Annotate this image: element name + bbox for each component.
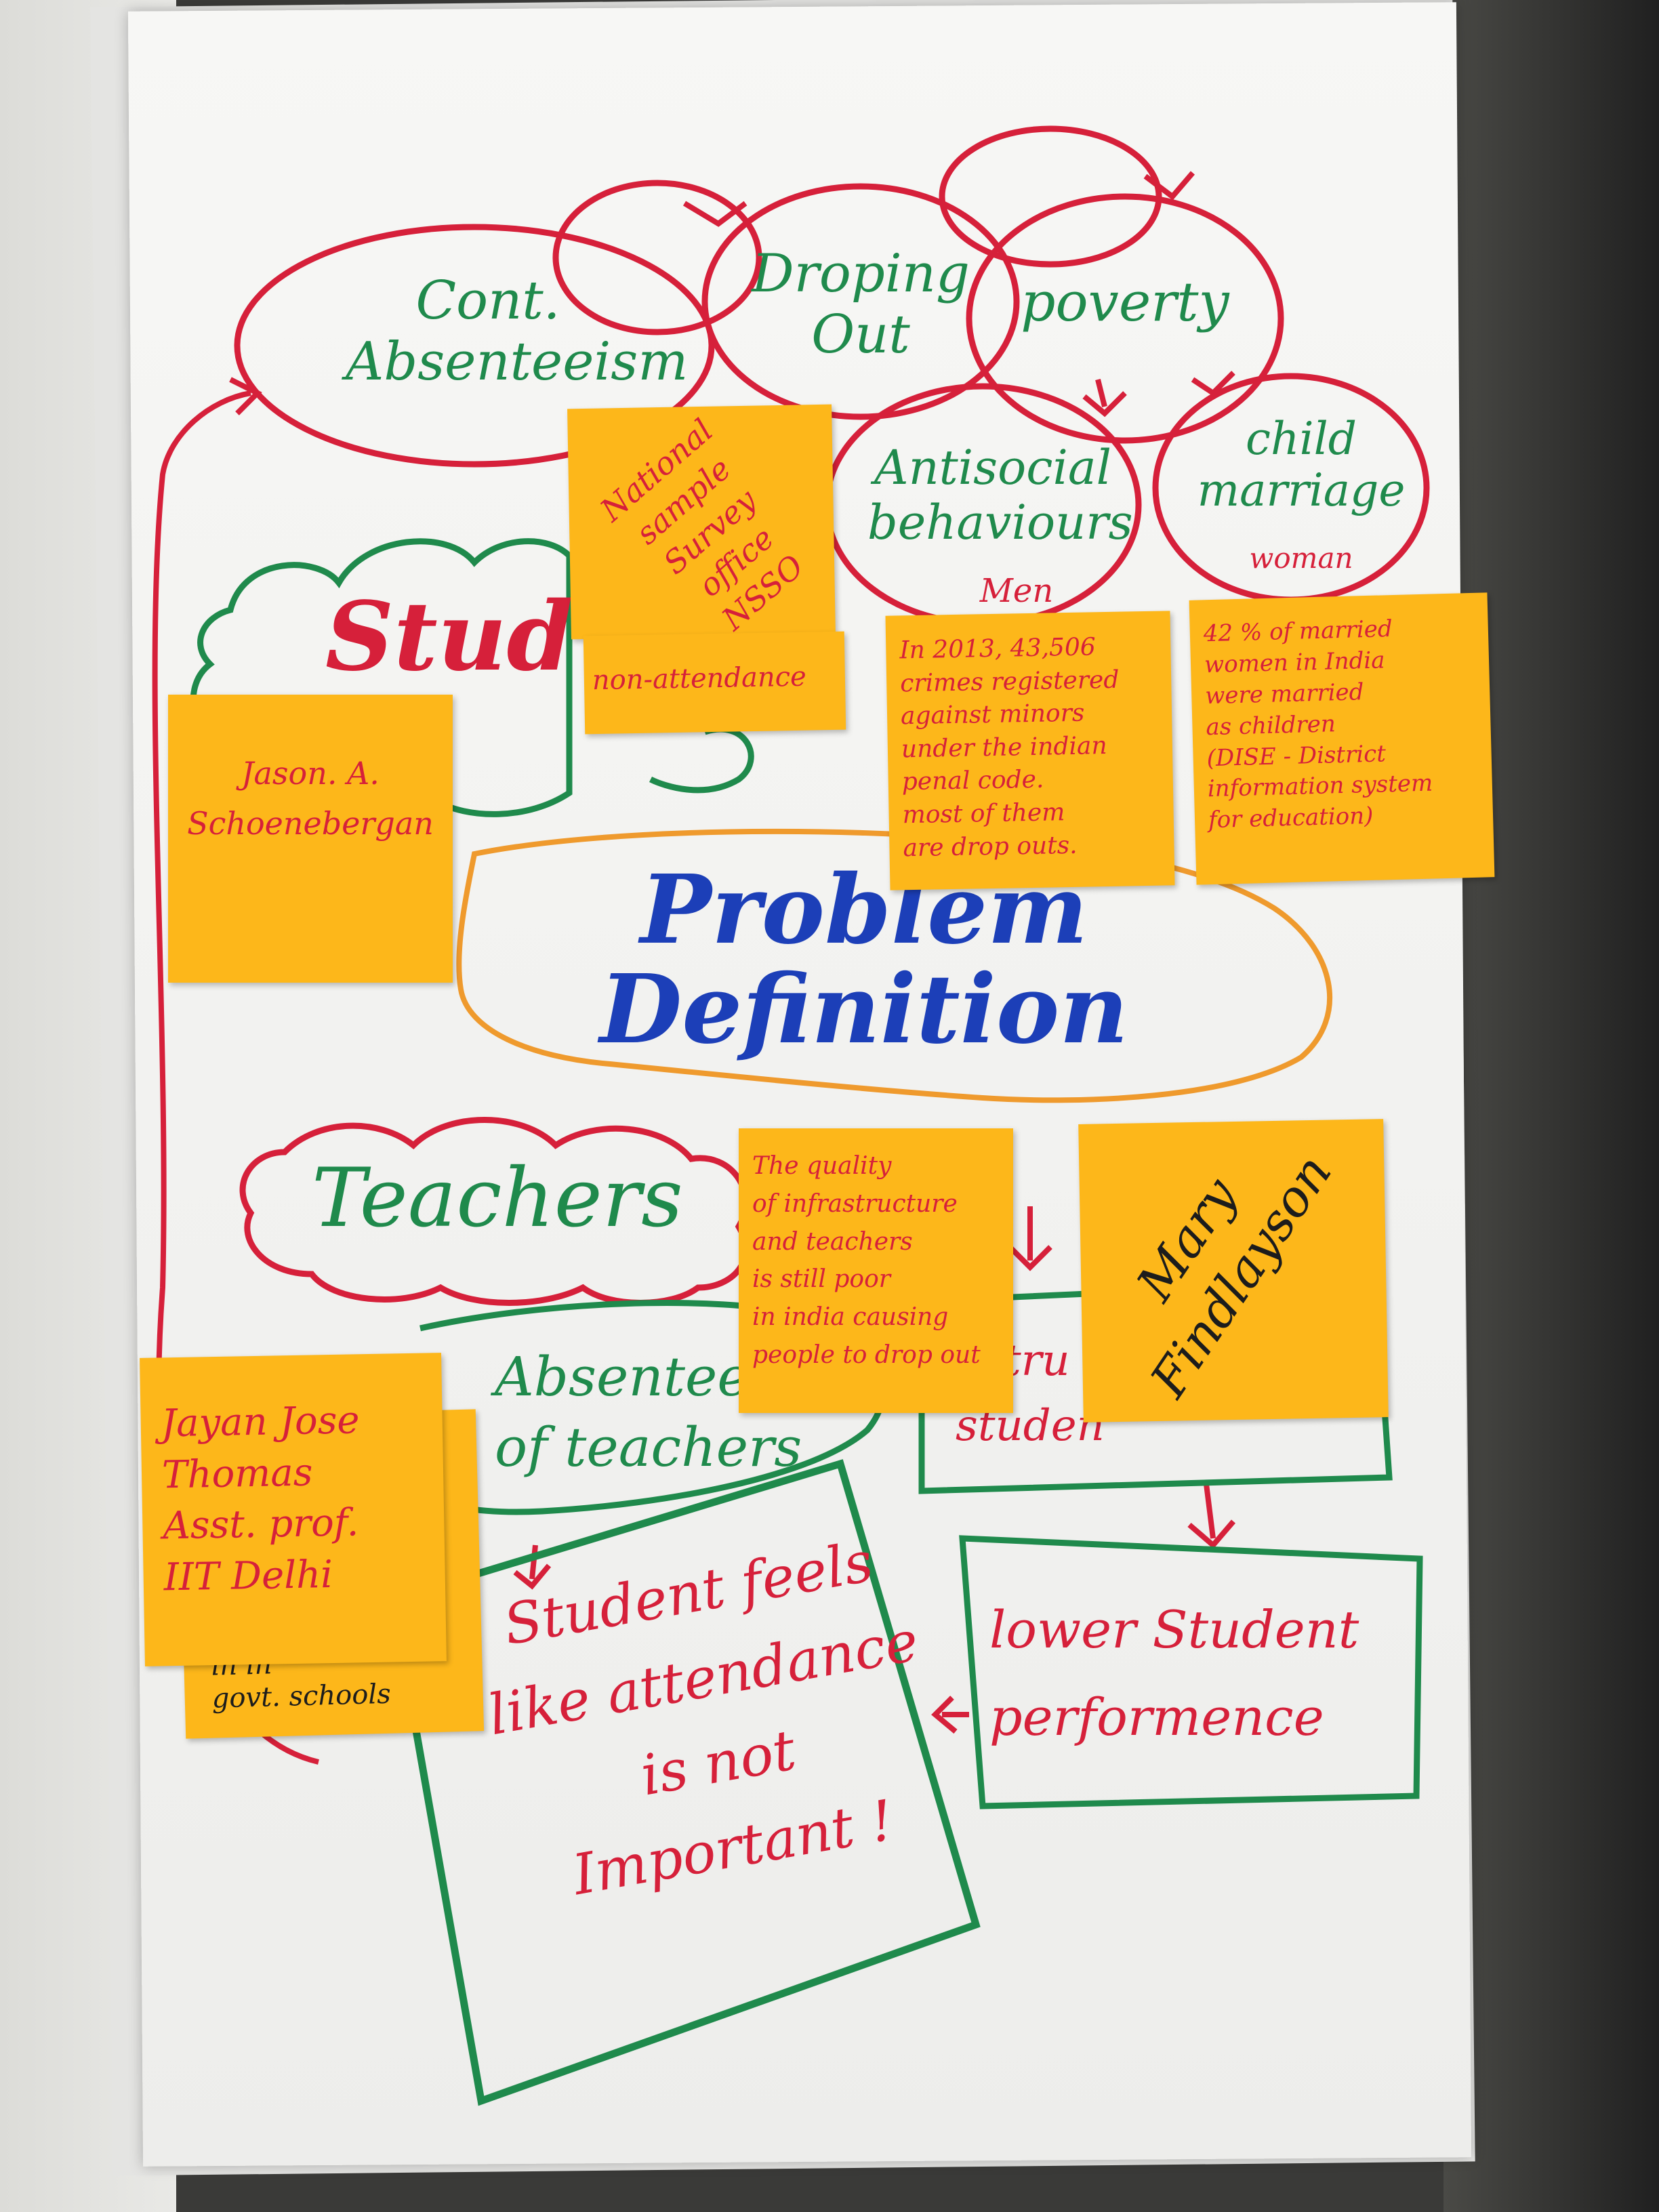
arrow-down-3-head: [1008, 1245, 1052, 1271]
arrow-down-1: [1204, 1483, 1216, 1539]
sticky-infrastructure: The quality of infrastructure and teache…: [739, 1128, 1013, 1413]
bubble-dropping-out-text: Droping Out: [752, 243, 970, 365]
sticky-married-women-text: 42 % of married women in India were marr…: [1203, 615, 1433, 834]
arrow-down-2-head: [513, 1563, 552, 1590]
arrow-head-3: [1143, 171, 1195, 201]
bubble-poverty: [966, 193, 1284, 444]
bubble-absenteeism-text: Cont. Absenteeism: [346, 270, 689, 392]
bubble-child-marriage-tag: woman: [1249, 541, 1353, 575]
sticky-non-attendance-text: non-attendance: [592, 661, 807, 697]
problem-definition-heading: Problem Definition: [599, 855, 1129, 1065]
bubble-absenteeism: [234, 224, 715, 468]
lower-performance-text: lower Student performence: [989, 1599, 1359, 1748]
sticky-non-attendance: non-attendance: [583, 631, 846, 735]
sticky-jayan: Jayan Jose Thomas Asst. prof. IIT Delhi: [140, 1353, 447, 1666]
bubble-antisocial-tag: Men: [979, 572, 1054, 610]
box-attendance: [388, 1459, 981, 2106]
wall-right: [1443, 0, 1659, 2212]
sticky-infrastructure-text: The quality of infrastructure and teache…: [752, 1152, 981, 1369]
box-absenteeism-teachers: [417, 1300, 886, 1515]
cloud-students-right: [649, 726, 754, 794]
sticky-jason-text: Jason. A. Schoenebergan: [187, 755, 434, 842]
bubble-poverty-text: poverty: [1021, 270, 1229, 333]
arrow-head-4: [1191, 371, 1235, 397]
arrow-poverty-antisocial: [1095, 379, 1107, 407]
sticky-mary: Mary Findlayson: [1078, 1119, 1389, 1422]
arrow-left-loop-head: [229, 377, 262, 415]
cloud-teachers: [239, 1117, 749, 1306]
arrow-head-1: [1082, 391, 1127, 417]
bubble-antisocial-text: Antisocial behaviours: [867, 440, 1133, 550]
arrow-left-1-head: [931, 1696, 958, 1734]
bubble-child-marriage-text: child marriage: [1197, 413, 1406, 516]
arrow-down-1-head: [1187, 1519, 1236, 1549]
sticky-jayan-text: Jayan Jose Thomas Asst. prof. IIT Delhi: [161, 1398, 361, 1600]
sticky-crimes: In 2013, 43,506 crimes registered agains…: [885, 611, 1175, 890]
box-lower-performance: [959, 1535, 1423, 1809]
teachers-heading: Teachers: [312, 1151, 683, 1246]
sticky-nsso: National sample Survey office NSSO: [567, 404, 836, 640]
sticky-crimes-text: In 2013, 43,506 crimes registered agains…: [899, 633, 1120, 862]
sticky-jason: Jason. A. Schoenebergan: [168, 695, 453, 983]
bubble-dropping-out: [701, 183, 1020, 420]
arrow-down-2: [529, 1544, 538, 1580]
bubble-dropping-out-back: [552, 180, 762, 335]
arrow-head-2: [682, 201, 747, 227]
students-heading: Stud: [325, 581, 573, 693]
sticky-married-women: 42 % of married women in India were marr…: [1189, 592, 1495, 885]
absenteeism-teachers-text: Absentee of teachers: [495, 1345, 802, 1479]
